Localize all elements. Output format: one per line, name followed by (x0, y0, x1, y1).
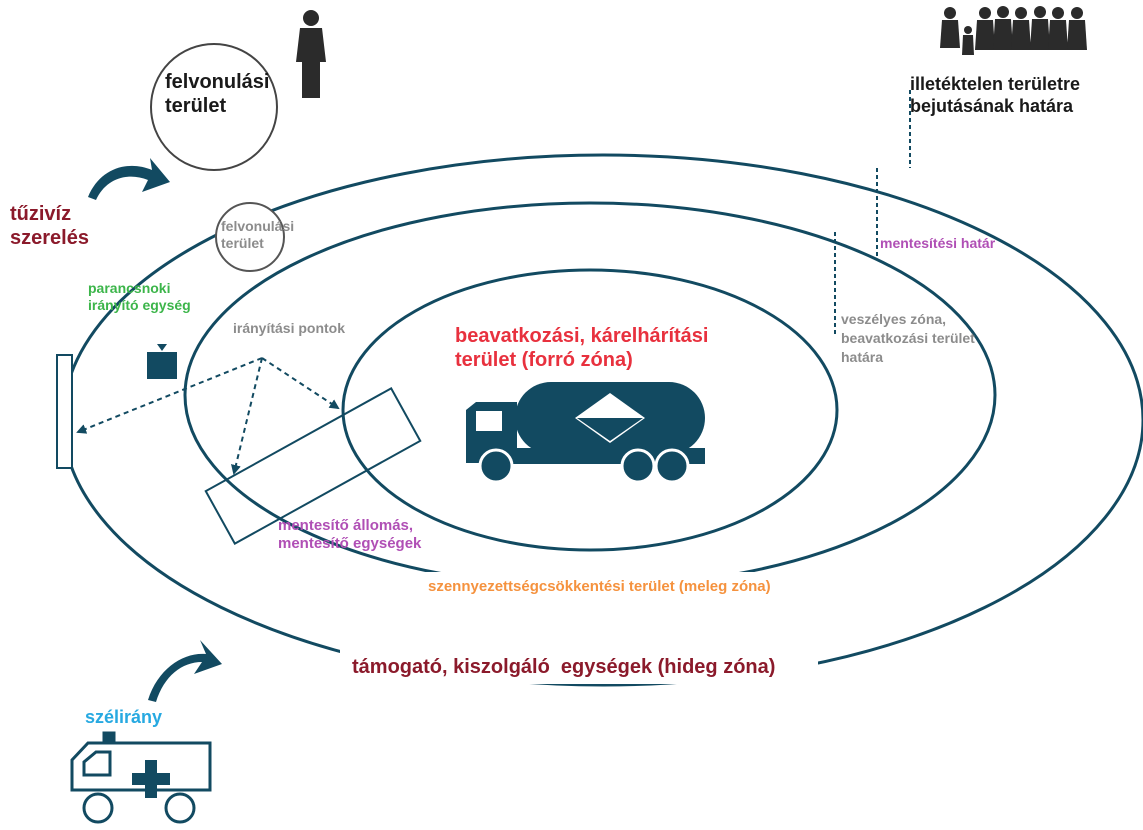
warm-zone-label: szennyezettségcsökkentési terület (meleg… (428, 578, 771, 595)
unauthorized-boundary-label: illetéktelen területre bejutásának határ… (910, 74, 1081, 116)
medical-cross-icon (132, 760, 170, 798)
wind-direction-label: szélirány (85, 707, 163, 727)
rescue-station-label: mentesítő állomás, mentesítő egységek (278, 517, 422, 552)
hot-zone-boundary (341, 268, 839, 552)
wind-arrow-icon (148, 640, 222, 702)
hazmat-tanker-truck-icon (466, 382, 705, 484)
person-silhouette-icon (296, 10, 326, 98)
command-unit-label: parancsnoki irányító egység (88, 280, 191, 313)
cold-zone-label: támogató, kiszolgáló egységek (hideg zón… (352, 656, 776, 678)
left-station-rect (56, 354, 73, 469)
staging-area-label: felvonulási terület (165, 71, 270, 117)
staging-area-label-small: felvonulási terület (221, 218, 295, 251)
danger-zone-label: veszélyes zóna, beavatkozási terület hat… (841, 311, 975, 365)
ambulance-icon (70, 731, 212, 824)
curved-arrow-icon (88, 158, 170, 200)
hot-zone-label: beavatkozási, kárelhárítási terület (for… (455, 325, 709, 371)
crowd-silhouette-icon (940, 6, 1087, 55)
rescue-boundary-label: mentesítési határ (880, 235, 996, 251)
command-unit-icon (147, 344, 177, 379)
staging-area-circle (150, 43, 278, 171)
rescue-station-rect (204, 387, 422, 545)
control-point-arrows (76, 357, 340, 475)
fire-water-label: tűzivíz szerelés (10, 203, 89, 249)
control-points-label: irányítási pontok (233, 320, 346, 336)
staging-area-circle-small (215, 202, 285, 272)
